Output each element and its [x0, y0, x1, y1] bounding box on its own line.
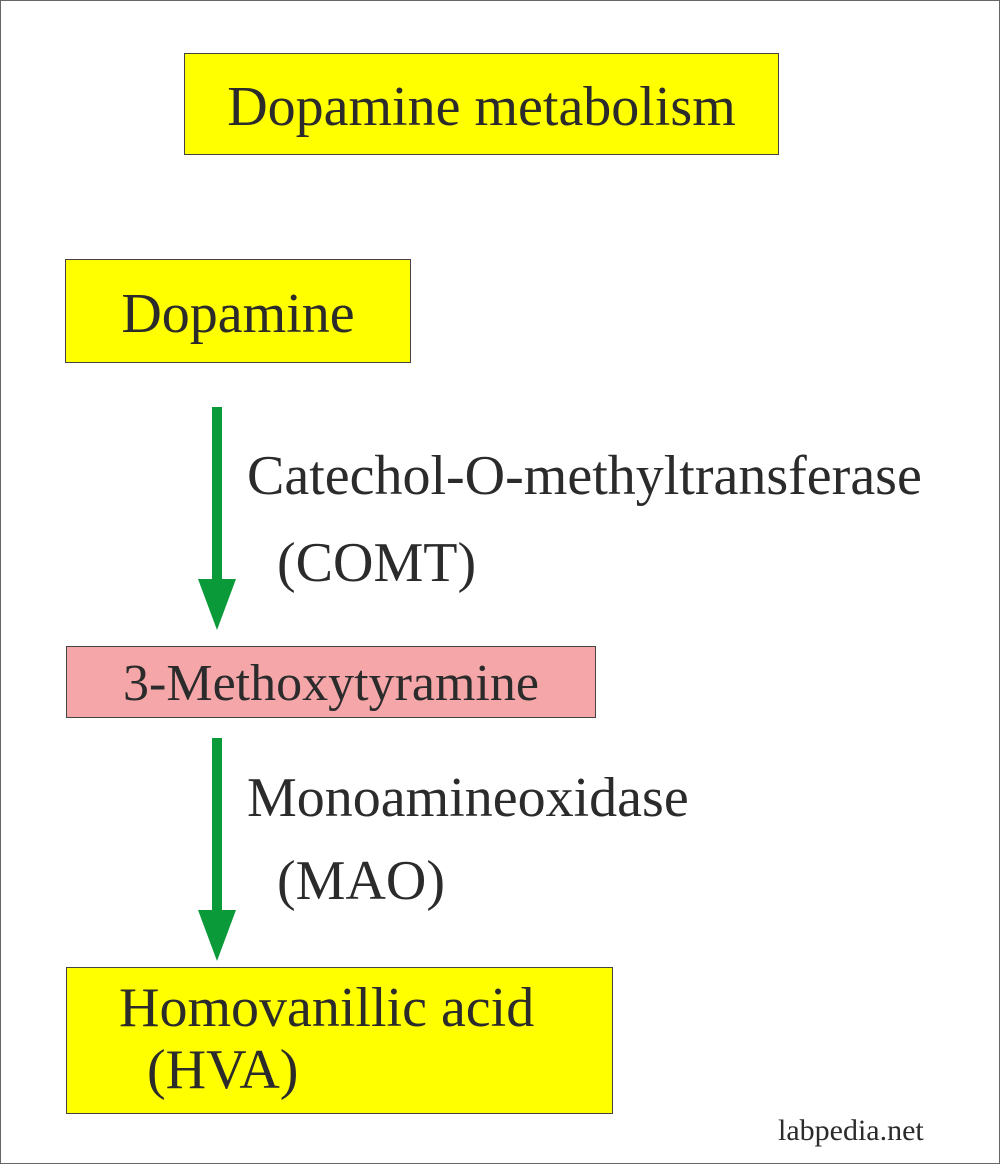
- comt-enzyme-abbr: (COMT): [277, 532, 477, 594]
- mao-enzyme-name: Monoamineoxidase: [247, 767, 689, 829]
- diagram-title: Dopamine metabolism: [227, 76, 736, 138]
- title-box: Dopamine metabolism: [184, 53, 779, 155]
- methoxytyramine-node: 3-Methoxytyramine: [66, 646, 596, 718]
- hva-node: Homovanillic acid (HVA): [66, 967, 613, 1114]
- hva-abbr-label: (HVA): [147, 1039, 299, 1101]
- watermark: labpedia.net: [778, 1114, 924, 1147]
- mao-enzyme-abbr: (MAO): [277, 850, 445, 912]
- methoxytyramine-label: 3-Methoxytyramine: [123, 655, 539, 712]
- dopamine-label: Dopamine: [121, 283, 355, 345]
- comt-enzyme-name: Catechol-O-methyltransferase: [247, 445, 922, 507]
- hva-name-label: Homovanillic acid: [119, 977, 535, 1039]
- dopamine-node: Dopamine: [65, 259, 411, 363]
